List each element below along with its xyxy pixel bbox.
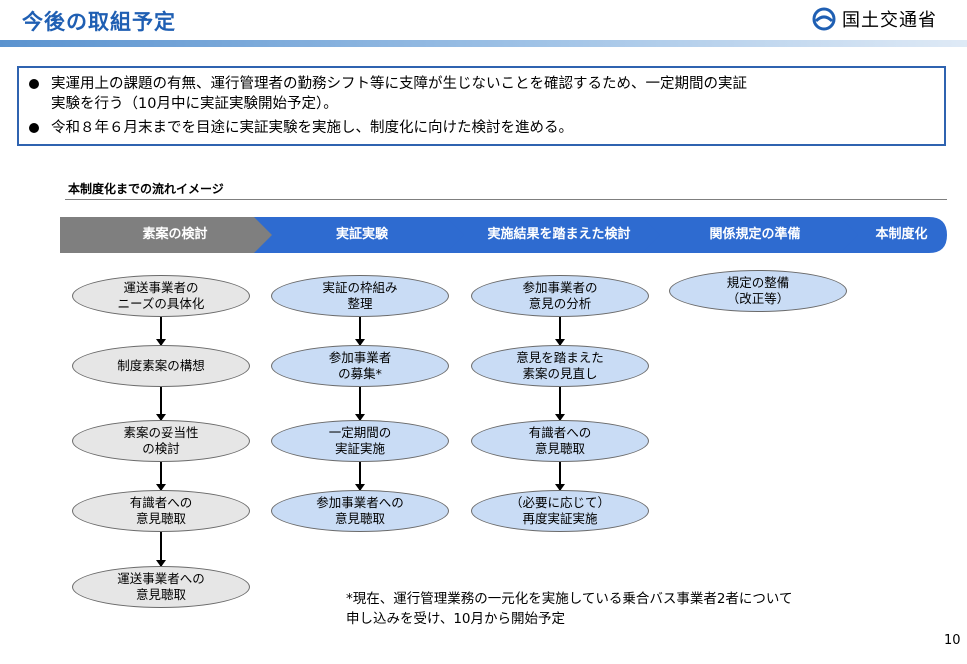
flow-item: 参加事業者の 意見の分析 bbox=[471, 275, 649, 317]
page-number: 10 bbox=[944, 633, 961, 648]
flow-arrow-shapes bbox=[60, 217, 947, 253]
flow-item: （必要に応じて） 再度実証実施 bbox=[471, 490, 649, 532]
down-arrow-icon bbox=[156, 317, 166, 346]
down-arrow-icon bbox=[355, 317, 365, 346]
flow-item: 有識者への 意見聴取 bbox=[72, 490, 250, 532]
flow-steps: 素案の検討 実証実験 実施結果を踏まえた検討 関係規定の準備 本制度化 bbox=[60, 217, 947, 253]
step-label-rules: 関係規定の準備 bbox=[709, 227, 801, 242]
flow-item: 制度素案の構想 bbox=[72, 345, 250, 387]
flow-heading-rule bbox=[65, 199, 947, 200]
step-arrow-final bbox=[840, 217, 947, 253]
flow-heading: 本制度化までの流れイメージ bbox=[68, 182, 224, 196]
ministry-name: 国土交通省 bbox=[842, 10, 937, 31]
flow-item: 一定期間の 実証実施 bbox=[271, 420, 449, 462]
flow-item: 参加事業者への 意見聴取 bbox=[271, 490, 449, 532]
flow-item: 参加事業者 の募集* bbox=[271, 345, 449, 387]
step-label-draft: 素案の検討 bbox=[142, 227, 208, 242]
ministry-logo-icon bbox=[812, 7, 836, 31]
down-arrow-icon bbox=[555, 387, 565, 421]
step-arrow-trial bbox=[254, 217, 466, 253]
footnote: *現在、運行管理業務の一元化を実施している乗合バス事業者2者について 申し込みを… bbox=[346, 591, 793, 627]
down-arrow-icon bbox=[156, 387, 166, 421]
step-arrow-rules bbox=[642, 217, 860, 253]
down-arrow-icon bbox=[156, 532, 166, 567]
step-label-trial: 実証実験 bbox=[335, 227, 388, 242]
down-arrow-icon bbox=[156, 462, 166, 491]
flow-item: 運送事業者の ニーズの具体化 bbox=[72, 275, 250, 317]
flow-item: 規定の整備 （改正等） bbox=[669, 270, 847, 312]
bullet-icon bbox=[29, 79, 39, 89]
flow-item: 素案の妥当性 の検討 bbox=[72, 420, 250, 462]
step-label-final: 本制度化 bbox=[875, 227, 928, 242]
page-title: 今後の取組予定 bbox=[22, 10, 176, 34]
down-arrow-icon bbox=[355, 387, 365, 421]
down-arrow-icon bbox=[355, 462, 365, 491]
flow-item: 意見を踏まえた 素案の見直し bbox=[471, 345, 649, 387]
step-label-review: 実施結果を踏まえた検討 bbox=[487, 227, 631, 242]
down-arrow-icon bbox=[555, 462, 565, 491]
summary-box: 実運用上の課題の有無、運行管理者の勤務シフト等に支障が生じないことを確認するため… bbox=[17, 66, 946, 146]
flow-item: 実証の枠組み 整理 bbox=[271, 275, 449, 317]
flow-item: 運送事業者への 意見聴取 bbox=[72, 566, 250, 608]
flow-item: 有識者への 意見聴取 bbox=[471, 420, 649, 462]
title-bar bbox=[0, 40, 967, 47]
step-arrow-draft bbox=[60, 217, 274, 253]
ministry-logo: 国土交通省 bbox=[812, 6, 937, 32]
step-arrow-review bbox=[446, 217, 662, 253]
down-arrow-icon bbox=[555, 317, 565, 346]
bullet-icon bbox=[29, 123, 39, 133]
